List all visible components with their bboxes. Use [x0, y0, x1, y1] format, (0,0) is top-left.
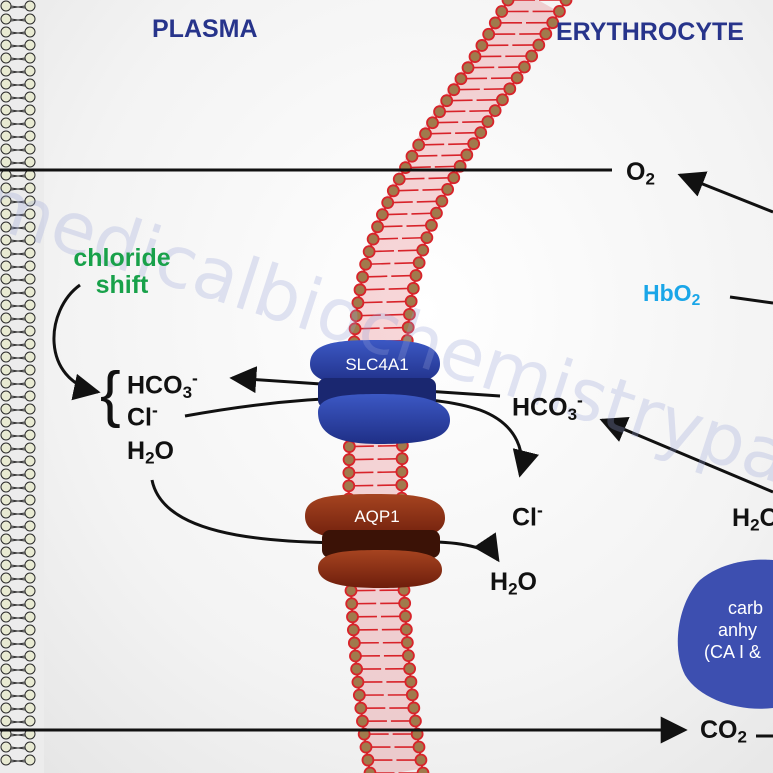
- o2-release-arrow: [677, 171, 773, 214]
- chloride-shift-line2: shift: [95, 271, 149, 299]
- enzyme-line3: (CA I &: [704, 642, 762, 662]
- enzyme-line2: anhy: [718, 620, 758, 640]
- slc4a1-label: SLC4A1: [345, 355, 409, 374]
- rbc-h2co3-partial: H2C: [732, 504, 773, 535]
- co2-label: CO2: [700, 716, 747, 747]
- hbo2-label: HbO2: [643, 280, 701, 309]
- enzyme-line1: carb: [728, 598, 764, 618]
- rbc-h2o: H2O: [490, 568, 537, 599]
- aqp1-label: AQP1: [354, 507, 400, 526]
- carbonic-anhydrase-blob: [677, 559, 773, 709]
- rbc-cl: Cl-: [512, 500, 543, 532]
- plasma-cl: Cl-: [127, 400, 158, 432]
- chloride-influx-arrow: [184, 395, 539, 478]
- rbc-hco3: HCO3-: [512, 390, 583, 424]
- slc4a1-transporter: [310, 340, 450, 444]
- plasma-header: PLASMA: [152, 15, 258, 43]
- plasma-h2o: H2O: [127, 437, 174, 468]
- erythrocyte-header: ERYTHROCYTE: [556, 18, 744, 46]
- o2-label: O2: [626, 158, 655, 189]
- hco3-formation-arrow: [599, 416, 773, 494]
- chloride-shift-label: chloride shift: [62, 245, 182, 299]
- hbo2-line: [729, 295, 773, 305]
- chloride-shift-line1: chloride: [73, 244, 171, 272]
- plasma-hco3: HCO3-: [127, 368, 198, 402]
- aqp1-channel: [305, 494, 445, 588]
- chloride-shift-arrow: [52, 283, 101, 401]
- capillary-membrane: [0, 0, 44, 773]
- plasma-brace: {: [100, 360, 121, 429]
